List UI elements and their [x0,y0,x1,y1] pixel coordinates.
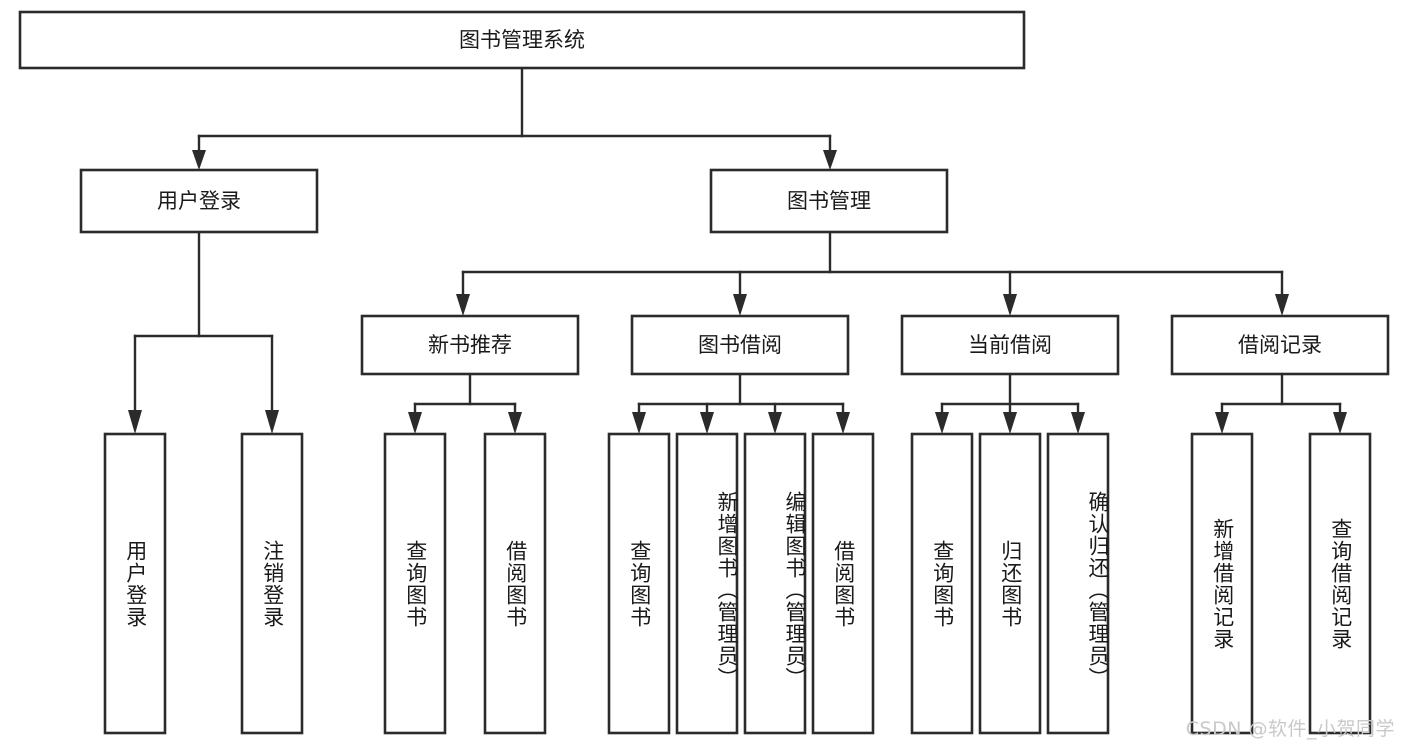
node-root-system[interactable]: 图书管理系统 [18,10,1026,70]
node-leaf-confirm-return-admin[interactable] [1046,432,1110,735]
node-borrow-record[interactable]: 借阅记录 [1170,314,1390,376]
connector-userlogin-to-leaves [128,230,279,434]
connector-newbook-to-leaves [408,372,522,434]
node-book-borrow-label: 图书借阅 [698,333,782,357]
connector-currentborrow-to-leaves [935,372,1085,434]
connector-borrowrecord-to-leaves [1215,372,1347,434]
node-leaf-user-login[interactable] [103,432,167,735]
connector-root-to-level2 [192,66,837,170]
node-leaf-query-book-2[interactable] [607,432,671,735]
node-user-login[interactable]: 用户登录 [79,168,319,234]
node-book-management-label: 图书管理 [787,189,871,213]
connector-bookborrow-to-leaves [632,372,850,434]
node-leaf-query-book-1[interactable] [383,432,447,735]
node-user-login-label: 用户登录 [157,189,241,213]
node-borrow-record-label: 借阅记录 [1238,333,1322,357]
node-book-management[interactable]: 图书管理 [709,168,949,234]
node-book-borrow[interactable]: 图书借阅 [630,314,850,376]
node-leaf-query-borrow-record[interactable] [1308,432,1372,735]
node-current-borrow-label: 当前借阅 [968,333,1052,357]
node-leaf-return-book[interactable] [978,432,1042,735]
node-root-system-label: 图书管理系统 [459,28,585,52]
node-new-book-recommend[interactable]: 新书推荐 [360,314,580,376]
node-leaf-logout[interactable] [240,432,304,735]
csdn-watermark: CSDN @软件_小贺同学 [1185,718,1395,740]
node-current-borrow[interactable]: 当前借阅 [900,314,1120,376]
node-leaf-borrow-book-2[interactable] [811,432,875,735]
connector-bookmgmt-to-level3 [456,230,1289,316]
node-new-book-recommend-label: 新书推荐 [428,333,512,357]
node-leaf-add-borrow-record[interactable] [1190,432,1254,735]
node-leaf-edit-book-admin[interactable] [743,432,807,735]
node-leaf-add-book-admin[interactable] [675,432,739,735]
node-leaf-borrow-book-1[interactable] [483,432,547,735]
node-leaf-query-book-3[interactable] [910,432,974,735]
